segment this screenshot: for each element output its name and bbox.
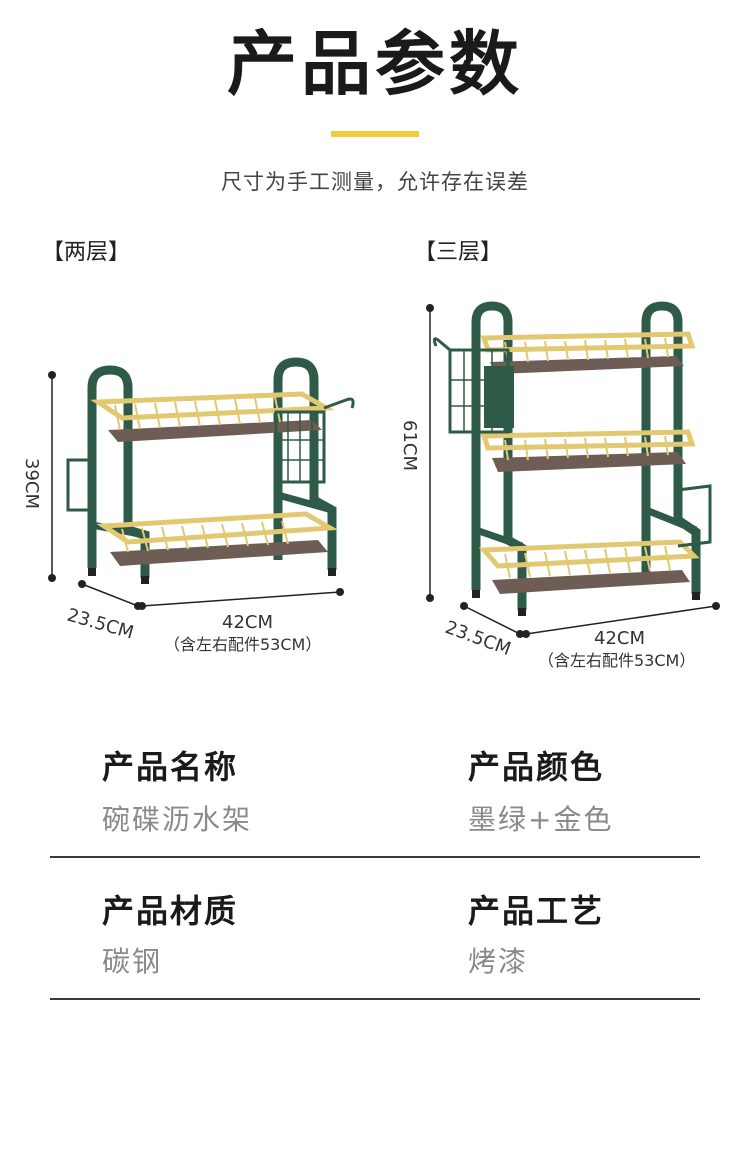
spec-name-label: 产品名称 xyxy=(102,748,239,786)
title-underline xyxy=(331,131,419,137)
spec-material-label: 产品材质 xyxy=(102,892,239,930)
two-tier-width-label: 42CM xyxy=(222,612,273,633)
two-tier-depth-label: 23.5CM xyxy=(65,605,136,644)
three-tier-width-note: （含左右配件53CM） xyxy=(538,651,695,670)
two-tier-height-label: 39CM xyxy=(21,458,42,509)
spec-craft-value: 烤漆 xyxy=(468,945,529,978)
page-subtitle: 尺寸为手工测量，允许存在误差 xyxy=(221,170,529,194)
three-tier-height-label: 61CM xyxy=(399,420,420,471)
three-tier-rack-diagram: 61CM 23.5CM 42CM （含左右配件53CM） xyxy=(399,301,720,670)
spec-name-value: 碗碟沥水架 xyxy=(102,803,253,836)
two-tier-width-note: （含左右配件53CM） xyxy=(164,635,321,654)
spec-divider-2 xyxy=(50,998,700,1000)
three-tier-width-label: 42CM xyxy=(594,628,645,649)
three-tier-depth-label: 23.5CM xyxy=(442,617,513,660)
spec-divider-1 xyxy=(50,856,700,858)
three-tier-label: 【三层】 xyxy=(414,240,503,265)
two-tier-label: 【两层】 xyxy=(42,240,131,265)
page-title: 产品参数 xyxy=(227,23,523,105)
spec-material-value: 碳钢 xyxy=(102,945,163,978)
spec-craft-label: 产品工艺 xyxy=(468,892,605,930)
two-tier-rack-diagram: 39CM 23.5CM 42CM （含左右配件53CM） xyxy=(21,357,355,654)
spec-color-label: 产品颜色 xyxy=(468,748,605,786)
spec-color-value: 墨绿+金色 xyxy=(468,803,614,836)
